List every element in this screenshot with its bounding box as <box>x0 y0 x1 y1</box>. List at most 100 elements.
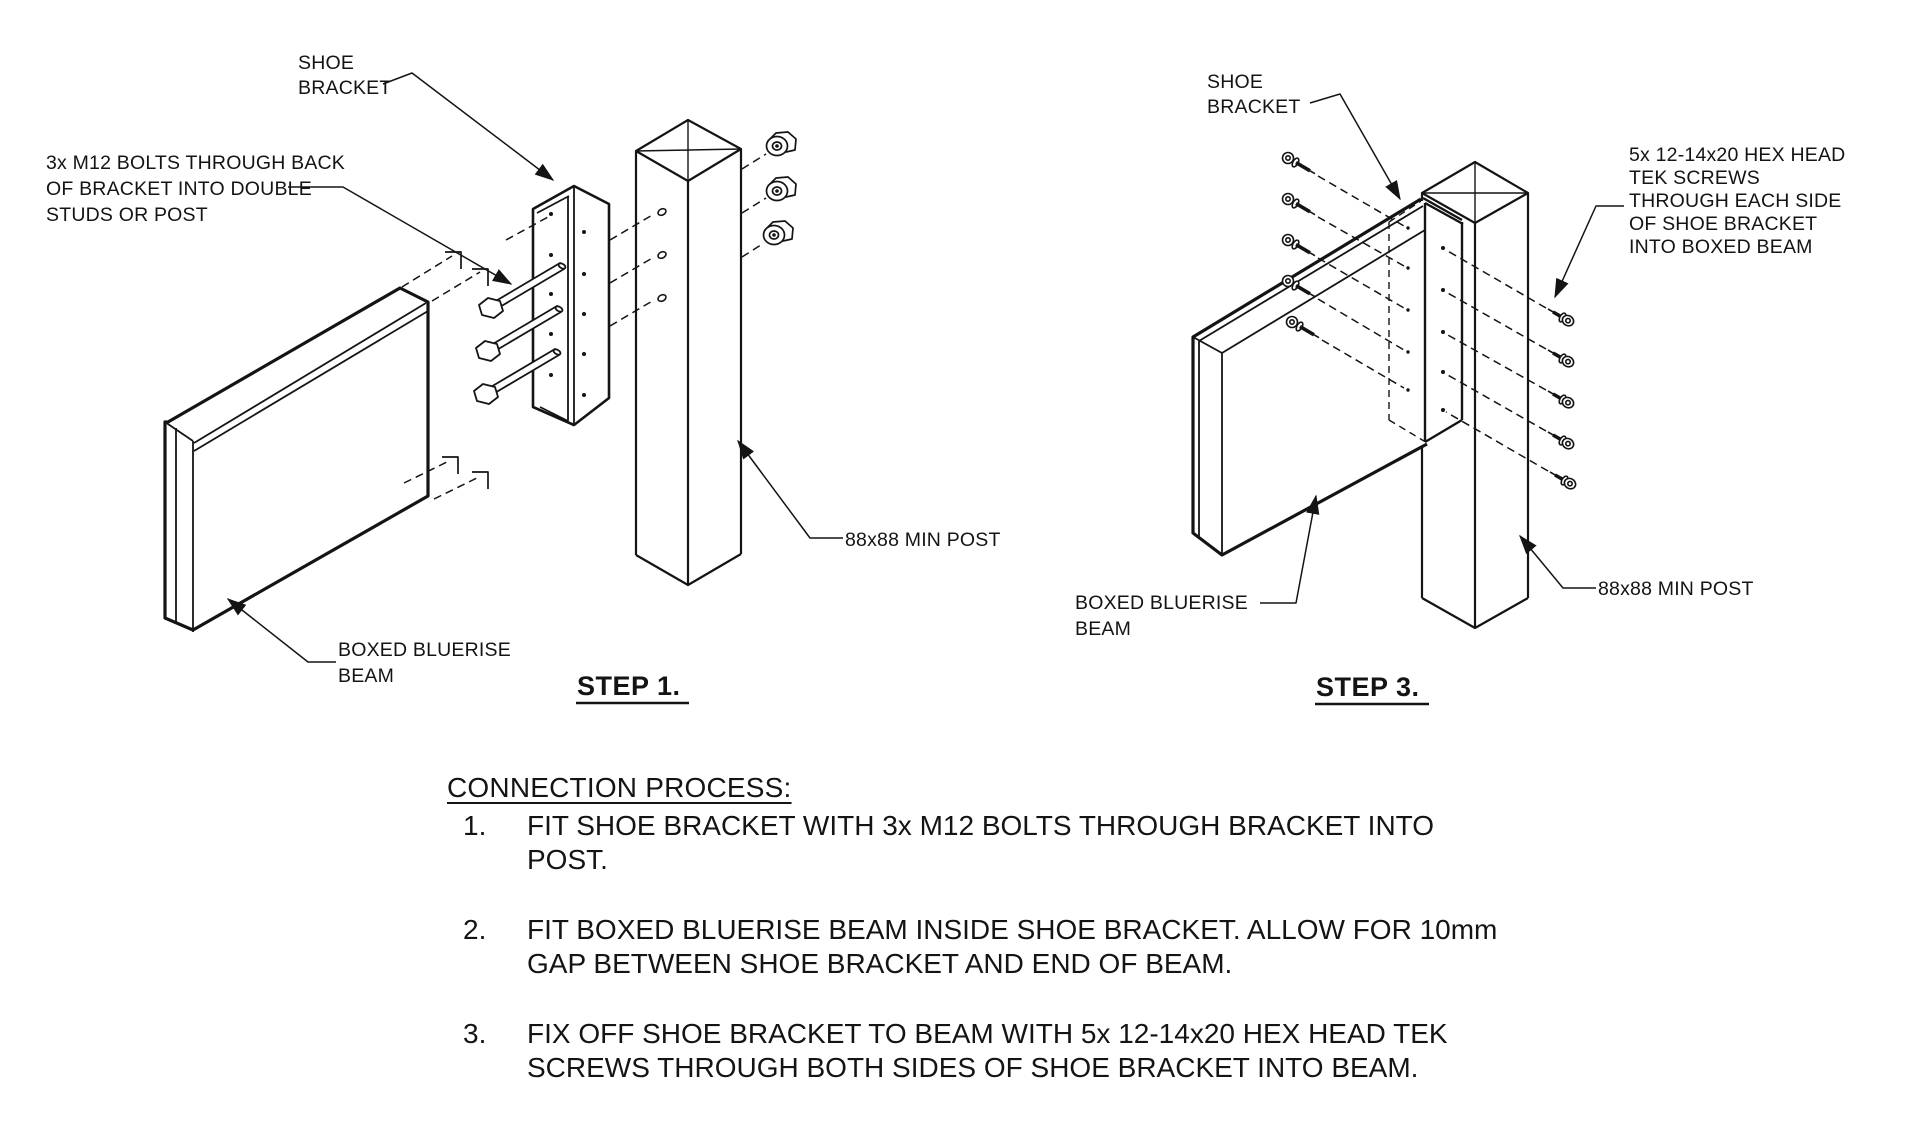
process-step-line: POST. <box>527 844 608 875</box>
hole-dot <box>549 253 553 257</box>
screw-head-center <box>1565 358 1572 365</box>
screw-shaft <box>1299 325 1315 337</box>
tek-screw <box>1281 274 1316 298</box>
screw-point <box>1547 349 1554 354</box>
screw-point <box>1309 170 1316 175</box>
beam-label-leader <box>226 598 336 663</box>
process-step-number: 3. <box>463 1018 487 1049</box>
screw-point <box>1309 211 1316 216</box>
step3-boxed-beam <box>1191 197 1428 557</box>
step1-title: STEP 1. <box>577 671 681 701</box>
post-outline <box>1420 160 1530 630</box>
process-step-line: FIT SHOE BRACKET WITH 3x M12 BOLTS THROU… <box>527 810 1435 841</box>
nut-hole-center <box>775 189 779 193</box>
step1-boxed-beam <box>163 286 430 632</box>
post-label-leader <box>1519 534 1596 589</box>
hole-dot <box>1441 330 1445 334</box>
step3-leader-lines <box>1260 93 1624 706</box>
screw-point <box>1309 252 1316 257</box>
connection-process-list: 1. FIT SHOE BRACKET WITH 3x M12 BOLTS TH… <box>447 809 1497 1085</box>
post-hole <box>657 293 667 303</box>
step3-bracket-label-line2: BRACKET <box>1207 96 1301 118</box>
step3-beam-label-line1: BOXED BLUERISE <box>1075 592 1248 614</box>
screw-head-center <box>1285 155 1292 162</box>
screw-point <box>1549 471 1556 476</box>
process-step-line: SCREWS THROUGH BOTH SIDES OF SHOE BRACKE… <box>527 1052 1419 1083</box>
m12-bolt <box>475 305 564 362</box>
screw-head-center <box>1289 318 1296 325</box>
screw-shaft <box>1295 161 1311 173</box>
screw-head-center <box>1285 237 1292 244</box>
hidden-hole-dot <box>1406 266 1410 270</box>
screw-point <box>1547 390 1554 395</box>
bolt-tip <box>552 348 562 356</box>
step1-bolts-label-line3: STUDS OR POST <box>46 204 208 226</box>
process-step-line: FIT BOXED BLUERISE BEAM INSIDE SHOE BRAC… <box>527 914 1498 945</box>
process-step-2: 2. FIT BOXED BLUERISE BEAM INSIDE SHOE B… <box>463 913 1497 981</box>
process-step-line: FIX OFF SHOE BRACKET TO BEAM WITH 5x 12-… <box>527 1018 1448 1049</box>
step3-post-label: 88x88 MIN POST <box>1598 578 1754 600</box>
step3-left-tek-screws <box>1281 151 1405 389</box>
screw-head-center <box>1565 440 1572 447</box>
left-screw-dash-paths <box>1317 175 1405 389</box>
tek-screw <box>1285 315 1320 339</box>
bracket-outline <box>531 184 611 427</box>
screws-note-leader <box>1554 205 1624 299</box>
step1-post-label: 88x88 MIN POST <box>845 529 1001 551</box>
dashed-projection-lines <box>401 216 549 500</box>
tek-screw <box>1547 308 1575 327</box>
step3-diagram: SHOE BRACKET 5x 12-14x20 HEX HEAD TEK SC… <box>1075 71 1845 706</box>
screw-shaft <box>1295 284 1311 296</box>
process-step-number: 1. <box>463 810 487 841</box>
step3-screws-label-line2: TEK SCREWS <box>1629 167 1760 189</box>
process-step-1: 1. FIT SHOE BRACKET WITH 3x M12 BOLTS TH… <box>463 809 1497 877</box>
step1-bracket-label-line1: SHOE <box>298 52 354 74</box>
hidden-hole-dot <box>1406 226 1410 230</box>
tek-screw <box>1547 431 1575 450</box>
connection-process-notes: CONNECTION PROCESS: 1. FIT SHOE BRACKET … <box>447 771 1497 1085</box>
screw-point <box>1547 431 1554 436</box>
bolt-tip <box>557 262 567 270</box>
process-step-line: GAP BETWEEN SHOE BRACKET AND END OF BEAM… <box>527 948 1233 979</box>
hidden-hole-dot <box>1406 388 1410 392</box>
step1-m12-bolts <box>473 262 567 405</box>
step3-title: STEP 3. <box>1316 672 1420 702</box>
shoe-bracket-leader <box>1309 93 1401 201</box>
process-step-text: FIX OFF SHOE BRACKET TO BEAM WITH 5x 12-… <box>527 1017 1497 1085</box>
step1-diagram: SHOE BRACKET 3x M12 BOLTS THROUGH BACK O… <box>46 52 1001 705</box>
step3-beam-label-line2: BEAM <box>1075 618 1131 640</box>
step1-beam-label-line1: BOXED BLUERISE <box>338 639 511 661</box>
screw-head-center <box>1567 480 1574 487</box>
hex-nut <box>765 176 797 202</box>
bracket-hole-dots <box>1406 226 1445 412</box>
step1-shoe-bracket <box>531 184 611 427</box>
m12-bolt <box>473 348 562 405</box>
hole-dot <box>582 272 586 276</box>
step3-bracket-label-line1: SHOE <box>1207 71 1263 93</box>
screw-head-center <box>1285 277 1292 284</box>
post-bolt-holes <box>657 207 667 303</box>
step3-screws-label-line5: INTO BOXED BEAM <box>1629 236 1813 258</box>
step1-projection-arrows <box>401 216 549 500</box>
screw-head-center <box>1285 196 1292 203</box>
screw-shaft <box>1295 202 1311 214</box>
hex-nut <box>762 220 794 246</box>
hidden-hole-dot <box>1406 308 1410 312</box>
hole-dot <box>1441 408 1445 412</box>
screw-point <box>1547 308 1554 313</box>
hole-dot <box>1441 288 1445 292</box>
beam-label-leader <box>1260 494 1320 604</box>
step1-bolt-path-dashes <box>609 153 767 327</box>
post-hole <box>657 250 667 260</box>
beam-silhouette <box>1191 197 1428 557</box>
hole-dot <box>549 373 553 377</box>
step3-labels: SHOE BRACKET 5x 12-14x20 HEX HEAD TEK SC… <box>1075 71 1845 702</box>
screw-head-center <box>1565 317 1572 324</box>
bracket-inner-edges <box>536 186 575 425</box>
screw-shaft <box>1295 243 1311 255</box>
tek-screw <box>1281 192 1316 216</box>
screw-head-center <box>1565 399 1572 406</box>
bracket-hole-dots <box>549 212 586 397</box>
